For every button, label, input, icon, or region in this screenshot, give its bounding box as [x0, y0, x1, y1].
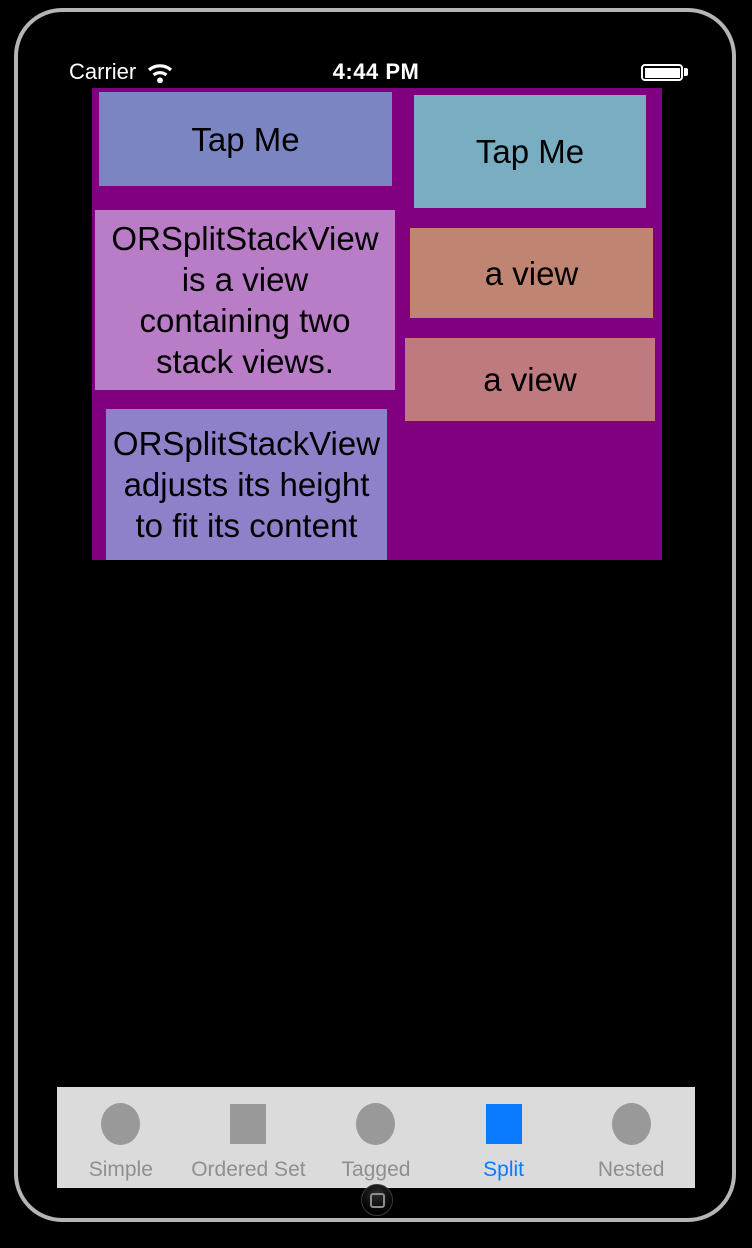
- carrier-label: Carrier: [69, 59, 137, 84]
- circle-icon: [611, 1103, 651, 1145]
- tab-bar: Simple Ordered Set Tagged Split Nested: [57, 1087, 695, 1188]
- tab-label: Simple: [88, 1158, 153, 1181]
- status-bar-right: [641, 63, 695, 81]
- tab-simple[interactable]: Simple: [57, 1087, 185, 1188]
- tap-me-button-right[interactable]: Tap Me: [414, 95, 646, 208]
- square-icon: [485, 1104, 522, 1144]
- home-button-square-icon: [369, 1192, 385, 1208]
- circle-icon: [356, 1103, 396, 1145]
- note-view: ORSplitStackView adjusts its height to f…: [106, 409, 387, 560]
- tab-label: Ordered Set: [191, 1158, 306, 1181]
- status-bar: Carrier 4:44 PM: [57, 56, 695, 88]
- status-bar-left: Carrier: [57, 59, 175, 85]
- tab-label: Tagged: [341, 1158, 411, 1181]
- tab-ordered-set[interactable]: Ordered Set: [185, 1087, 313, 1188]
- tap-me-button-left[interactable]: Tap Me: [99, 92, 392, 186]
- home-button[interactable]: [361, 1184, 393, 1216]
- a-view-1: a view: [410, 228, 653, 318]
- tab-tagged[interactable]: Tagged: [312, 1087, 440, 1188]
- split-stack-container: Tap Me ORSplitStackView is a view contai…: [92, 88, 662, 560]
- wifi-icon: [148, 63, 173, 83]
- tab-nested[interactable]: Nested: [567, 1087, 695, 1188]
- tab-split[interactable]: Split: [440, 1087, 568, 1188]
- status-time: 4:44 PM: [332, 59, 420, 84]
- tab-label: Nested: [597, 1158, 665, 1181]
- square-icon: [230, 1104, 267, 1144]
- circle-icon: [101, 1103, 141, 1145]
- tab-label: Split: [483, 1158, 524, 1181]
- a-view-2: a view: [405, 338, 655, 421]
- device-frame: Carrier 4:44 PM Tap Me ORSplitStackView …: [14, 8, 736, 1222]
- battery-icon: [641, 63, 683, 81]
- description-view: ORSplitStackView is a view containing tw…: [95, 210, 395, 390]
- battery-nub-icon: [684, 68, 688, 76]
- screen: Carrier 4:44 PM Tap Me ORSplitStackView …: [57, 56, 695, 1188]
